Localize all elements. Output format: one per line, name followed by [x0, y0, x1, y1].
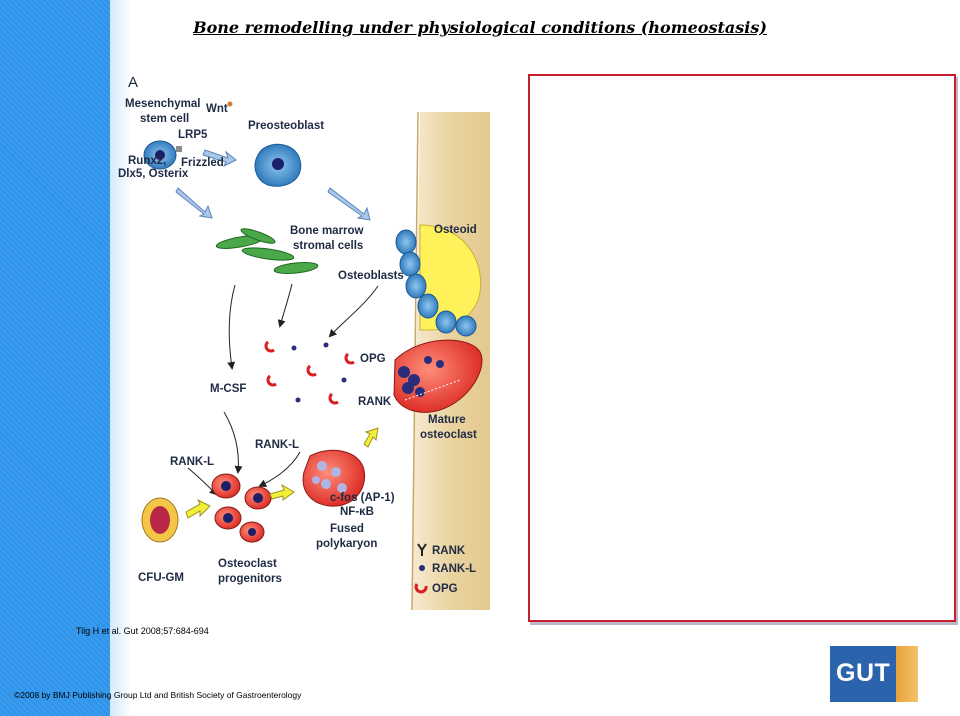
sidebar-gradient-edge	[110, 0, 132, 716]
left-decorative-sidebar	[0, 0, 110, 716]
label-dlx5: Dlx5, Osterix	[118, 168, 189, 180]
label-mesenchymal: Mesenchymal	[125, 98, 200, 110]
label-preosteoblast: Preosteoblast	[248, 120, 324, 132]
citation: Tilg H et al. Gut 2008;57:684-694	[76, 626, 209, 636]
label-opg: OPG	[360, 353, 386, 365]
label-osteoclast: osteoclast	[420, 429, 477, 441]
free-molecules	[264, 340, 355, 405]
label-polykaryon: polykaryon	[316, 538, 377, 550]
label-rank-l-upper: RANK-L	[255, 439, 299, 451]
label-osteoid: Osteoid	[434, 224, 477, 236]
label-rank: RANK	[358, 396, 392, 408]
progression-arrows	[185, 427, 379, 519]
osteoblast-cells	[395, 229, 477, 337]
logo-stripe	[896, 646, 918, 702]
label-rank-l-left: RANK-L	[170, 456, 214, 468]
legend-opg-label: OPG	[432, 583, 458, 595]
differentiation-arrows	[175, 149, 371, 221]
osteoclast-progenitors	[211, 473, 272, 543]
label-m-csf: M-CSF	[210, 383, 246, 395]
legend-rank-label: RANK	[432, 545, 466, 557]
fused-polykaryon	[302, 449, 366, 507]
panel-label: A	[128, 74, 138, 91]
slide-title: Bone remodelling under physiological con…	[193, 18, 767, 37]
copyright-notice: ©2008 by BMJ Publishing Group Ltd and Br…	[14, 690, 302, 700]
cfu-gm-cell	[141, 497, 179, 543]
mesenchymal-stem-cell	[143, 101, 233, 170]
label-mature: Mature	[428, 414, 466, 426]
stromal-cells	[215, 228, 319, 274]
label-lrp5: LRP5	[178, 129, 208, 141]
signal-arrows	[187, 283, 379, 496]
mature-osteoclast	[393, 339, 483, 413]
label-progenitors: progenitors	[218, 573, 282, 585]
label-osteoclast-prog: Osteoclast	[218, 558, 277, 570]
label-runx2: Runx2,	[128, 155, 166, 167]
opg-crescent-icon	[414, 583, 428, 594]
label-nfkb: NF-κB	[340, 506, 374, 518]
label-cfos: c-fos (AP-1)	[330, 492, 395, 504]
logo-text: GUT	[836, 659, 891, 687]
legend-symbols	[414, 543, 428, 594]
preosteoblast-cell	[254, 143, 302, 187]
rank-receptor-icon	[417, 543, 427, 556]
label-cfu-gm: CFU-GM	[138, 572, 184, 584]
rank-l-dot-icon	[419, 565, 425, 571]
label-osteoblasts: Osteoblasts	[338, 270, 404, 282]
legend-rank-l-label: RANK-L	[432, 563, 476, 575]
label-wnt: Wnt	[206, 103, 228, 115]
empty-panel-b	[528, 74, 956, 622]
label-fused: Fused	[330, 523, 364, 535]
label-stromal-cells: stromal cells	[293, 240, 363, 252]
label-stem-cell: stem cell	[140, 113, 189, 125]
gut-journal-logo: GUT	[830, 646, 918, 702]
label-frizzled: Frizzled	[181, 157, 224, 169]
label-bone-marrow: Bone marrow	[290, 225, 364, 237]
